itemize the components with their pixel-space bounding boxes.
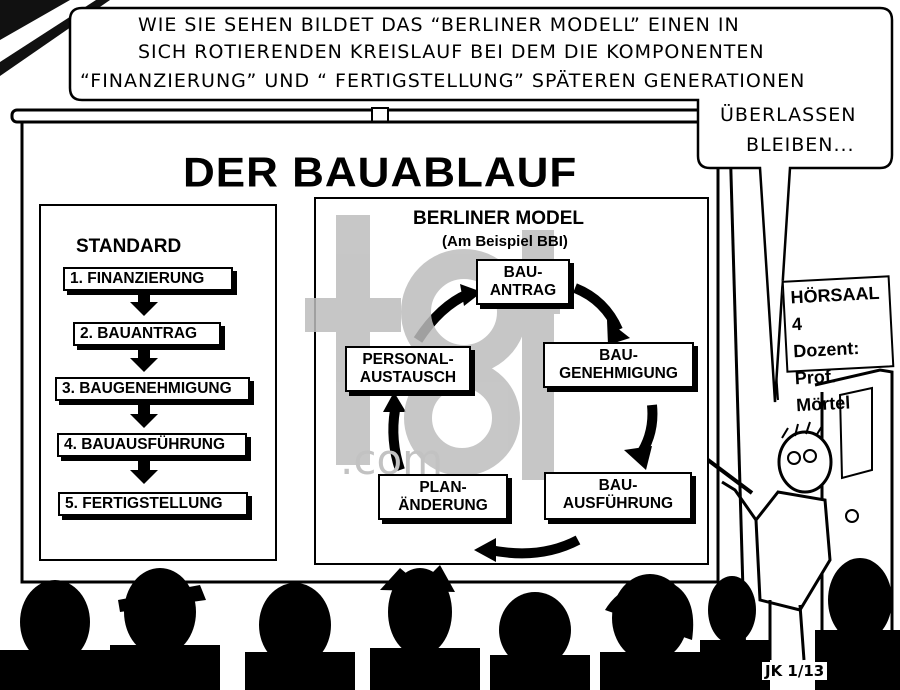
cycle-node-personalaustausch: PERSONAL- AUSTAUSCH (345, 346, 471, 392)
door-sign-name: Prof. Mörtel (794, 366, 851, 416)
standard-step-5: 5. FERTIGSTELLUNG (58, 492, 248, 516)
cycle-node-bauantrag: BAU- ANTRAG (476, 259, 570, 305)
node-line-1: BAU- (599, 347, 638, 364)
berliner-subheading: (Am Beispiel BBI) (442, 233, 568, 250)
speech-line-2: SICH ROTIERENDEN KREISLAUF BEI DEM DIE K… (138, 41, 765, 63)
node-line-2: AUSTAUSCH (359, 369, 457, 386)
node-line-1: BAU- (598, 477, 638, 494)
speech-line-3: “FINANZIERUNG” UND “ FERTIGSTELLUNG” SPÄ… (80, 70, 806, 92)
door-sign: HÖRSAAL 4 Dozent: Prof. Mörtel (781, 275, 895, 415)
board-title: DER BAUABLAUF (183, 149, 578, 196)
cycle-node-planaenderung: PLAN- ÄNDERUNG (378, 474, 508, 520)
berliner-heading: BERLINER MODEL (413, 208, 584, 229)
speech-line-1: WIE SIE SEHEN BILDET DAS “BERLINER MODEL… (138, 14, 740, 36)
standard-step-2: 2. BAUANTRAG (73, 322, 221, 346)
speech-line-4: ÜBERLASSEN (720, 104, 857, 126)
node-line-1: PLAN- (419, 479, 467, 496)
cycle-node-baugenehmigung: BAU- GENEHMIGUNG (543, 342, 694, 388)
artist-signature: JK 1/13 (762, 662, 828, 680)
node-line-2: ANTRAG (489, 282, 557, 299)
node-line-2: ÄNDERUNG (398, 497, 488, 514)
node-line-2: AUSFÜHRUNG (562, 495, 674, 512)
node-line-1: PERSONAL- (362, 351, 454, 368)
cycle-node-bauausfuehrung: BAU- AUSFÜHRUNG (544, 472, 692, 520)
standard-heading: STANDARD (76, 236, 182, 257)
node-line-2: GENEHMIGUNG (559, 365, 678, 382)
node-line-1: BAU- (503, 264, 543, 281)
standard-step-1: 1. FINANZIERUNG (63, 267, 233, 291)
standard-step-4: 4. BAUAUSFÜHRUNG (57, 433, 247, 457)
door-sign-room: HÖRSAAL 4 (790, 282, 880, 335)
speech-line-5: BLEIBEN... (746, 134, 855, 156)
standard-step-3: 3. BAUGENEHMIGUNG (55, 377, 250, 401)
